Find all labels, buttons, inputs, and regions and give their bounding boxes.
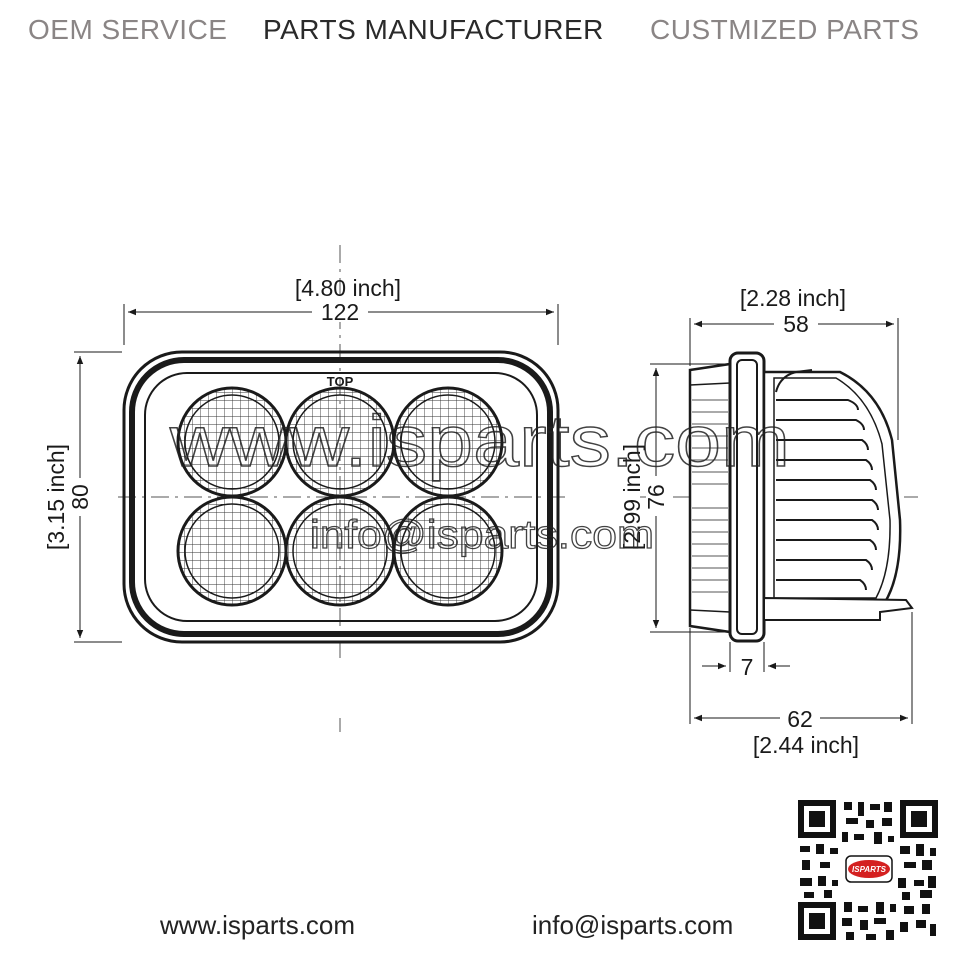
watermark-email: info@isparts.com (310, 513, 654, 557)
housing-bezel (129, 357, 553, 637)
top-label: TOP (327, 374, 354, 389)
heat-sink-inner (773, 377, 891, 599)
heat-sink-fins (776, 399, 879, 591)
depth-mm-label: 58 (783, 311, 809, 337)
banner-customized-parts: CUSTMIZED PARTS (650, 14, 920, 45)
cable (775, 369, 813, 393)
footer-email[interactable]: info@isparts.com (532, 910, 734, 940)
lens-bottom-left (176, 495, 288, 607)
front-view: TOP [4.80 inch] (43, 245, 570, 732)
height-mm-label: 80 (67, 484, 93, 510)
flange-mm-label: 7 (741, 654, 754, 680)
total-depth-inch-label: [2.44 inch] (753, 732, 859, 758)
housing-inner-outline (144, 372, 538, 622)
heat-sink-body (762, 370, 902, 606)
qr-code: ISPARTS (796, 798, 940, 942)
footer-website[interactable]: www.isparts.com (160, 910, 356, 940)
width-inch-label: [4.80 inch] (295, 275, 401, 301)
side-lens-texture (692, 399, 728, 593)
side-lens-ribs (689, 382, 731, 613)
side-height-inch-label: [2.99 inch] (619, 444, 645, 550)
width-mm-label: 122 (321, 299, 359, 325)
watermark: www.isparts.com info@isparts.com (168, 401, 791, 557)
height-inch-label: [3.15 inch] (43, 444, 69, 550)
watermark-site: www.isparts.com (169, 402, 790, 482)
lens-bottom-right (392, 495, 504, 607)
side-height-mm-label: 76 (643, 484, 669, 510)
side-flange-inner (736, 359, 758, 635)
qr-badge-text: ISPARTS (852, 865, 887, 874)
side-view: [2.28 inch] 58 [2.99 inch] 76 7 62 [2.44… (619, 285, 918, 758)
mounting-bracket (763, 596, 914, 621)
isparts-logo-icon (848, 860, 890, 878)
side-flange (728, 351, 766, 643)
banner-oem-service: OEM SERVICE (28, 14, 228, 45)
banner-parts-manufacturer: PARTS MANUFACTURER (263, 14, 604, 45)
housing-outer-outline (122, 350, 560, 644)
total-depth-mm-label: 62 (787, 706, 813, 732)
depth-inch-label: [2.28 inch] (740, 285, 846, 311)
